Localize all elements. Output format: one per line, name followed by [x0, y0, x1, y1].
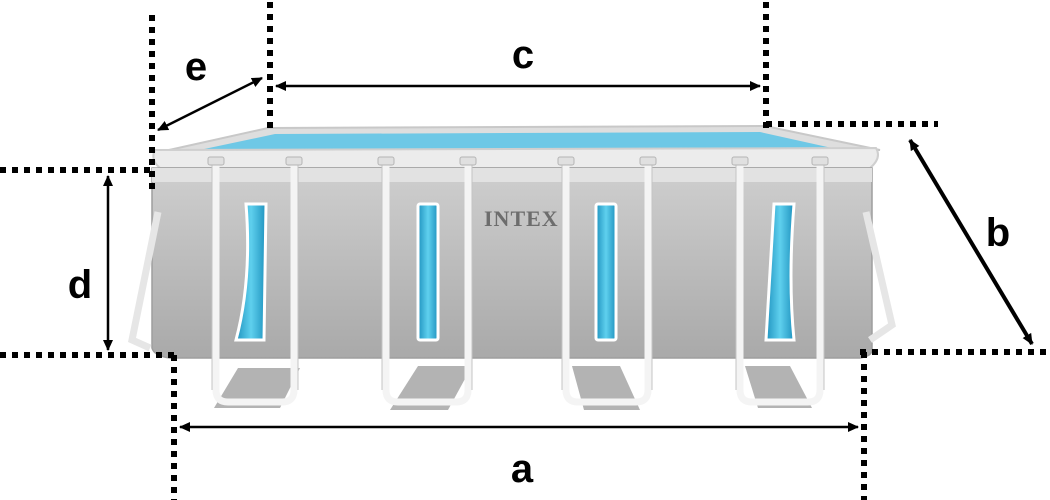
arrow-e: [157, 76, 263, 132]
pool-foot-4: [745, 366, 812, 408]
label-c: c: [512, 33, 534, 77]
pool-right-leg: [862, 211, 896, 343]
arrow-b: [908, 138, 1034, 346]
pool-frame-u-1: [212, 162, 298, 406]
label-d: d: [68, 263, 92, 307]
pool-rim-band: [152, 168, 872, 182]
pool-wall: [151, 167, 873, 359]
pool-left-leg: [128, 211, 162, 352]
pool-frame-u-3: [562, 162, 652, 406]
label-a: a: [511, 447, 534, 491]
label-e: e: [185, 45, 207, 89]
dimension-labels: a b c d e: [68, 33, 1010, 491]
pool-top-rim: [152, 146, 879, 169]
label-b: b: [986, 211, 1010, 255]
pool-windows: [234, 202, 796, 342]
pool-frame-u-4: [736, 162, 824, 406]
pool-window-4: [764, 202, 796, 342]
pool-window-1: [234, 202, 268, 342]
pool-illustration: INTEX: [128, 124, 896, 410]
pool-foot-1: [214, 368, 300, 408]
brand-logo: INTEX: [484, 206, 559, 231]
pool-window-2: [416, 202, 440, 342]
pool-frame-u-2: [382, 162, 472, 406]
pool-window-3: [594, 202, 618, 342]
pool-water: [190, 132, 850, 152]
pool-frame-legs: [212, 162, 824, 406]
